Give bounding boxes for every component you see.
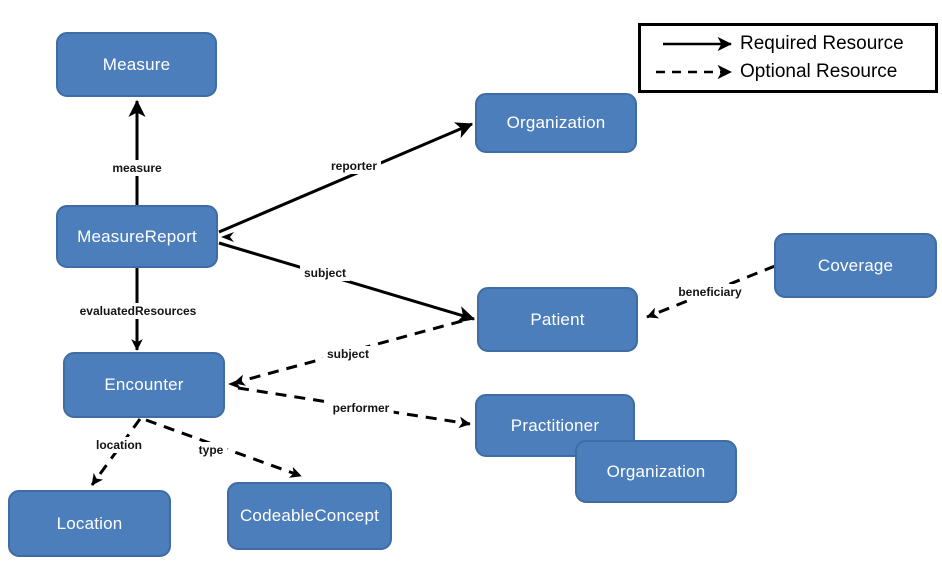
node-encounter: Encounter — [63, 352, 225, 418]
edge-label-subject-required: subject — [299, 265, 351, 281]
edge-label-evaluated-resources: evaluatedResources — [75, 303, 201, 319]
node-measure-report: MeasureReport — [56, 205, 218, 268]
legend: Required Resource Optional Resource — [638, 23, 938, 93]
arrowhead-into-encounter — [228, 378, 242, 390]
edge-label-measure: measure — [108, 160, 166, 176]
arrowhead-into-measure-report — [221, 232, 234, 242]
node-organization-top: Organization — [475, 93, 637, 153]
edge-label-type: type — [194, 442, 228, 458]
node-codeable-concept: CodeableConcept — [227, 482, 392, 550]
node-patient: Patient — [477, 287, 638, 352]
legend-row-optional: Optional Resource — [641, 58, 935, 86]
edge-label-subject-optional: subject — [322, 346, 374, 362]
legend-optional-label: Optional Resource — [740, 61, 898, 82]
edge-label-performer: performer — [328, 400, 394, 416]
legend-row-required: Required Resource — [641, 30, 935, 58]
required-arrow-icon — [663, 36, 732, 52]
edge-label-beneficiary: beneficiary — [674, 284, 746, 300]
node-measure: Measure — [56, 32, 217, 97]
edge-label-location: location — [91, 437, 147, 453]
edge-beneficiary — [646, 264, 776, 319]
edge-label-reporter: reporter — [326, 158, 382, 174]
edge-reporter — [218, 122, 474, 234]
legend-required-label: Required Resource — [740, 33, 904, 54]
node-location: Location — [8, 490, 171, 557]
node-coverage: Coverage — [774, 233, 937, 298]
edge-subject-required — [218, 241, 476, 323]
node-organization-bottom: Organization — [575, 440, 737, 503]
optional-arrow-icon — [656, 64, 732, 80]
